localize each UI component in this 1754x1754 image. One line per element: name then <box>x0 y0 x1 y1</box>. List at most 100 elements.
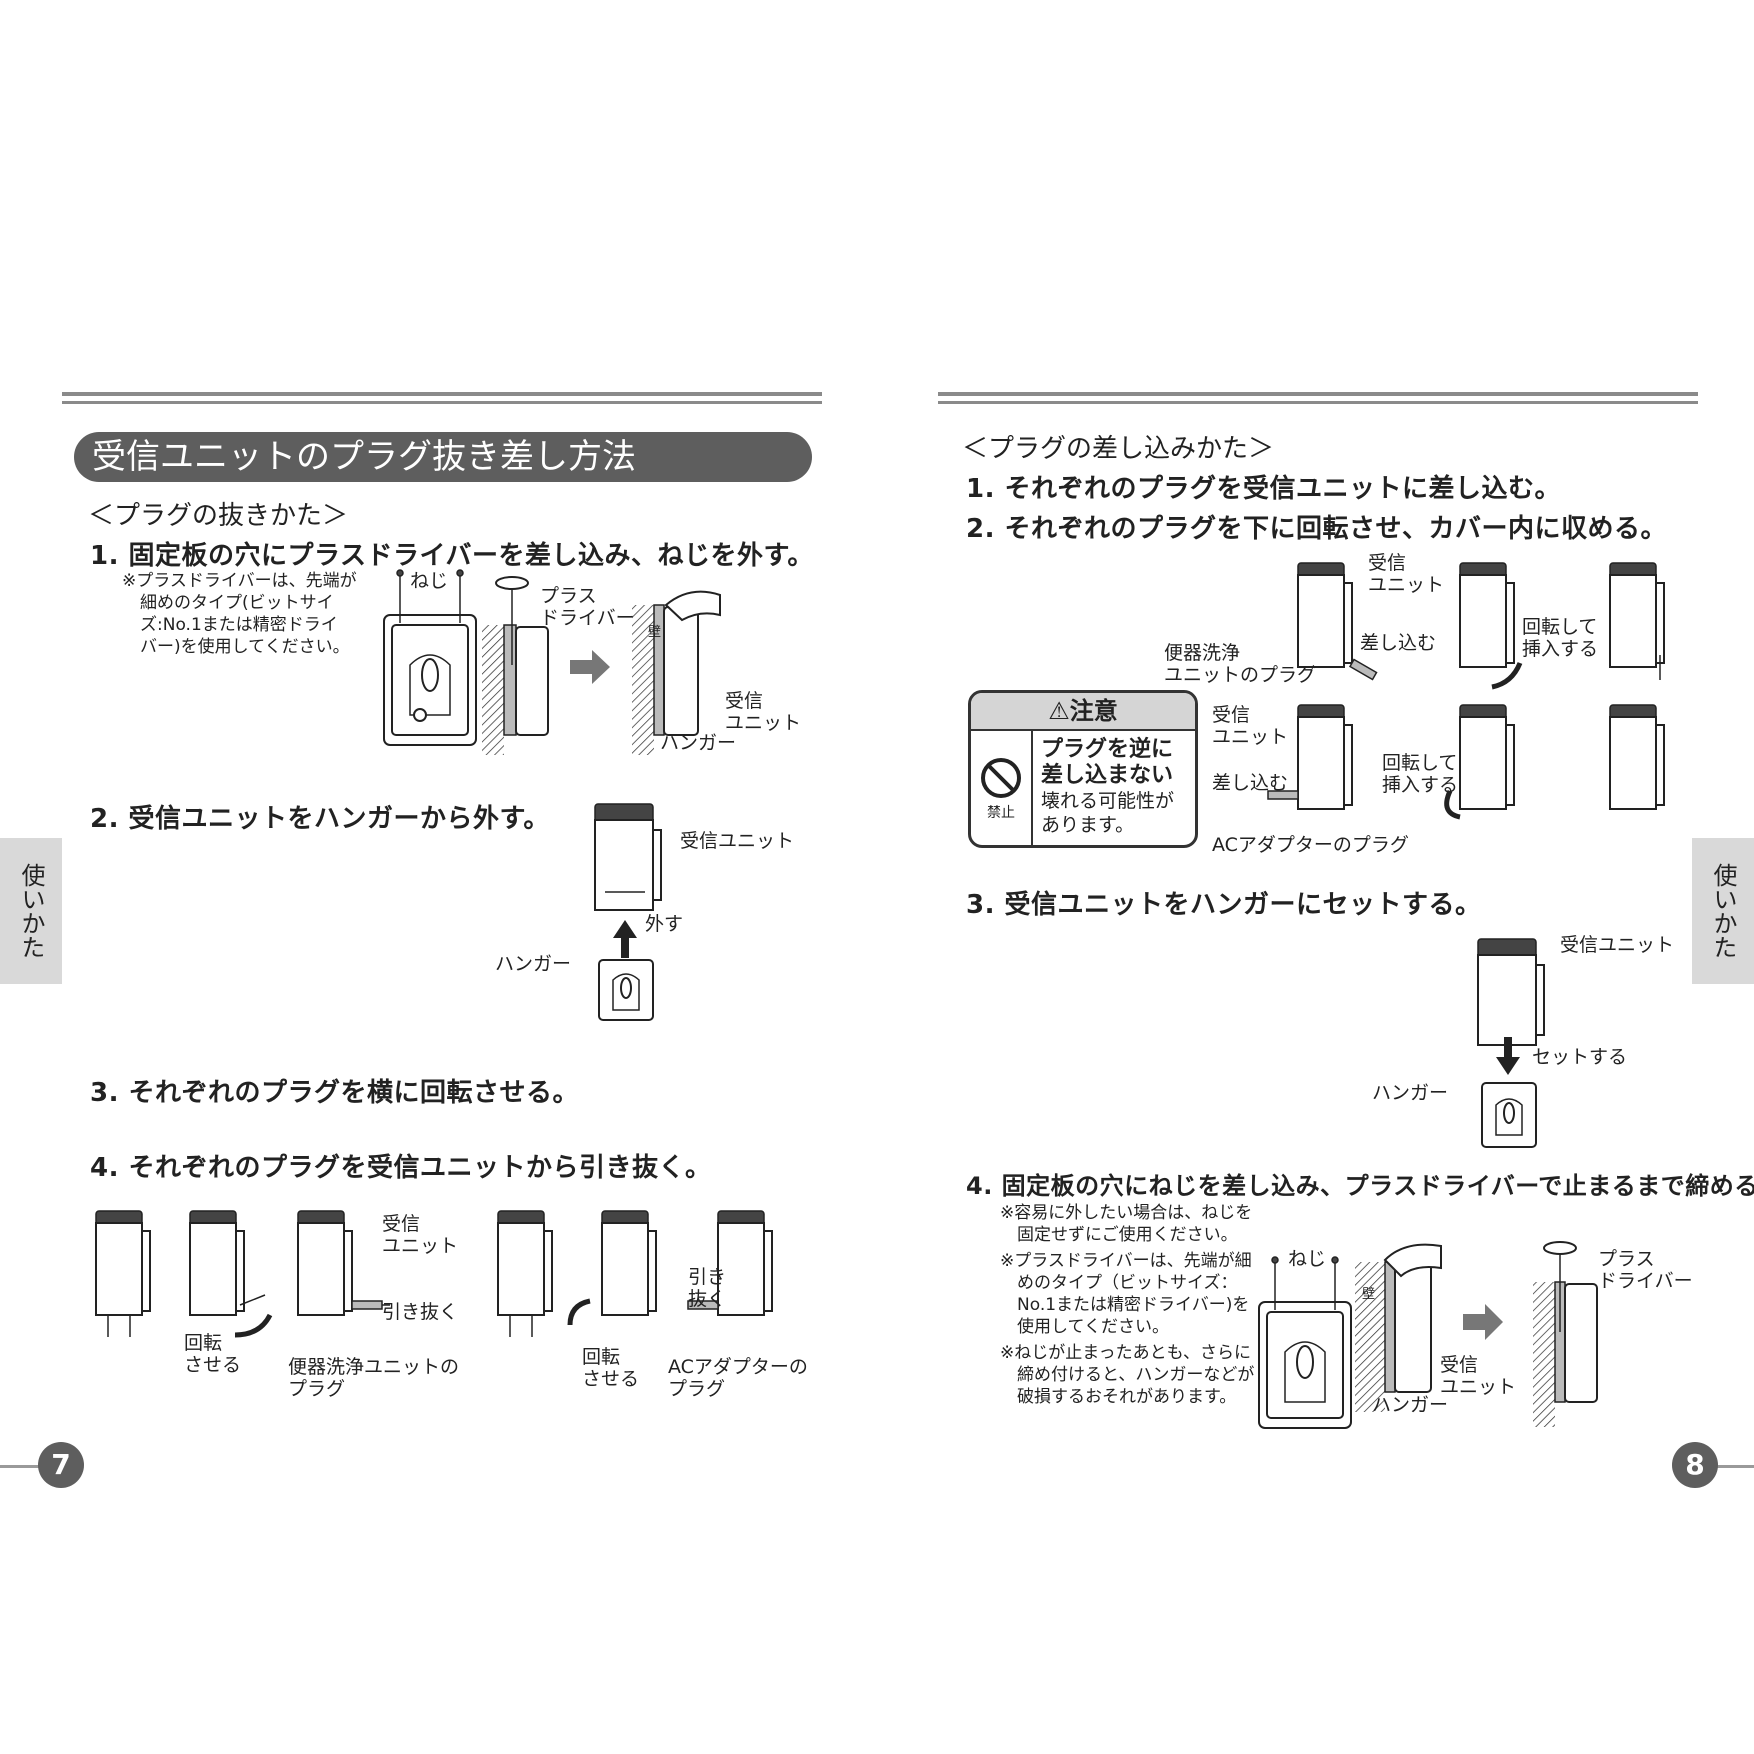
unplug-step-4: 4. それぞれのプラグを受信ユニットから引き抜く。 <box>90 1153 712 1183</box>
label-rotate-insert-1: 回転して <box>1522 616 1598 638</box>
label-unit-1: 受信 <box>1368 552 1407 574</box>
unit-illustration <box>1609 562 1665 680</box>
label-toilet-plug-1: 便器洗浄ユニットの <box>288 1356 460 1378</box>
label-unit: 受信ユニット <box>1560 934 1675 956</box>
unit-illustration <box>567 1210 657 1326</box>
note-line: めのタイプ（ビットサイズ： <box>1000 1273 1238 1293</box>
label-unit-1: 受信 <box>382 1213 421 1235</box>
label-unit-1: 受信 <box>725 690 764 712</box>
label-driver-1: プラス <box>540 585 597 607</box>
screwdriver-wall-illustration <box>1533 1241 1598 1427</box>
note-line: バー)を使用してください。 <box>140 637 350 657</box>
page-title: 受信ユニットのプラグ抜き差し方法 <box>74 432 812 482</box>
side-tab-right: 使いかた <box>1692 838 1754 984</box>
page-line-right <box>1708 1465 1754 1468</box>
unit-illustration <box>1609 704 1665 810</box>
prohibited-icon <box>981 758 1021 798</box>
right-arrow-icon <box>570 650 610 684</box>
unplug-step-2: 2. 受信ユニットをハンガーから外す。 <box>90 804 550 834</box>
unit-illustration <box>1267 704 1353 810</box>
unit-illustration <box>95 1210 151 1337</box>
label-wall: 壁 <box>648 625 662 640</box>
unit-illustration <box>497 1210 553 1337</box>
wall-unit-illustration <box>1355 1243 1442 1412</box>
caution-line-4: あります。 <box>1041 814 1135 836</box>
section-insert-heading: ＜プラグの差し込みかた＞ <box>962 434 1275 464</box>
top-rule-left-2 <box>62 401 822 404</box>
label-hanger: ハンガー <box>1372 1082 1449 1104</box>
page-number-right: 8 <box>1672 1442 1718 1488</box>
page-number-left: 7 <box>38 1442 84 1488</box>
note-line: 破損するおそれがあります。 <box>1000 1387 1237 1407</box>
note-line: ※プラスドライバーは、先端が細 <box>1000 1251 1252 1271</box>
fig-remove-from-hanger <box>594 803 662 1021</box>
note-line: ※プラスドライバーは、先端が <box>122 571 357 591</box>
unplug-step-1-note: ※プラスドライバーは、先端が 細めのタイプ(ビットサイ ズ:No.1または精密ド… <box>122 570 357 658</box>
down-arrow-icon <box>1496 1037 1520 1075</box>
unit-illustration <box>1459 562 1523 690</box>
label-unit-2: ユニット <box>382 1235 459 1257</box>
top-rule-right-1 <box>938 392 1698 396</box>
label-unit2-1: 受信 <box>1212 704 1251 726</box>
label-hanger: ハンガー <box>1372 1394 1449 1416</box>
label-unit2-2: ユニット <box>1212 726 1289 748</box>
fig-insert-plugs <box>1267 562 1665 820</box>
fig-remove-screw <box>383 569 721 755</box>
label-toilet-plug-2: ユニットのプラグ <box>1164 664 1317 686</box>
label-toilet-plug-1: 便器洗浄 <box>1164 642 1241 664</box>
label-rotate-1: 回転 <box>184 1332 223 1354</box>
label-wall: 壁 <box>1362 1287 1376 1302</box>
unplug-step-3: 3. それぞれのプラグを横に回転させる。 <box>90 1078 580 1108</box>
fig-set-on-hanger <box>1477 938 1545 1148</box>
screwdriver-wall-illustration <box>482 576 549 755</box>
label-screw: ねじ <box>1288 1248 1327 1270</box>
label-screw: ねじ <box>410 570 449 592</box>
unit-illustration <box>1444 704 1515 820</box>
unplug-step-1: 1. 固定板の穴にプラスドライバーを差し込み、ねじを外す。 <box>90 541 814 571</box>
label-unit-1: 受信 <box>1440 1354 1479 1376</box>
label-hanger: ハンガー <box>495 953 572 975</box>
label-ac-plug-2: プラグ <box>668 1378 726 1400</box>
top-rule-left-1 <box>62 392 822 396</box>
label-unit: 受信ユニット <box>680 830 795 852</box>
note-line: No.1または精密ドライバー)を <box>1000 1295 1250 1315</box>
caution-line-1: プラグを逆に <box>1041 737 1174 762</box>
label-rotate-insert-2: 挿入する <box>1522 638 1599 660</box>
fixed-plate-illustration <box>1258 1256 1352 1429</box>
insert-step-4-notes: ※容易に外したい場合は、ねじを 固定せずにご使用ください。 ※プラスドライバーは… <box>1000 1202 1254 1408</box>
label-unit-2: ユニット <box>725 712 802 734</box>
label-set: セットする <box>1532 1046 1628 1068</box>
prohibited-label: 禁止 <box>987 805 1015 821</box>
unit-illustration <box>189 1210 273 1338</box>
insert-step-2: 2. それぞれのプラグを下に回転させ、カバー内に収める。 <box>966 514 1668 544</box>
insert-step-4: 4. 固定板の穴にねじを差し込み、プラスドライバーで止まるまで締める。 <box>966 1172 1754 1200</box>
label-pull-out: 引き抜く <box>382 1301 459 1323</box>
label-toilet-plug-2: プラグ <box>288 1378 346 1400</box>
fixed-plate-illustration <box>383 569 477 746</box>
label-driver-2: ドライバー <box>1598 1270 1693 1292</box>
label-unit-2: ユニット <box>1368 574 1445 596</box>
section-unplug-heading: ＜プラグの抜きかた＞ <box>88 501 349 531</box>
label-rotate-insert2-1: 回転して <box>1382 752 1458 774</box>
label-rotate-insert2-2: 挿入する <box>1382 774 1459 796</box>
label-ac-plug-1: ACアダプターの <box>668 1356 808 1378</box>
insert-step-3: 3. 受信ユニットをハンガーにセットする。 <box>966 890 1482 920</box>
fig-pull-plugs <box>95 1210 773 1338</box>
unit-illustration <box>1297 562 1378 681</box>
note-line: 細めのタイプ(ビットサイ <box>140 593 334 613</box>
label-insert2: 差し込む <box>1212 772 1289 794</box>
label-rotate2-1: 回転 <box>582 1346 621 1368</box>
note-line: 固定せずにご使用ください。 <box>1000 1225 1238 1245</box>
note-line: 使用してください。 <box>1000 1317 1169 1337</box>
page-line-left <box>0 1465 46 1468</box>
unit-illustration <box>297 1210 390 1316</box>
label-pull2-1: 引き <box>688 1266 727 1288</box>
caution-line-3: 壊れる可能性が <box>1041 790 1175 812</box>
label-ac-plug: ACアダプターのプラグ <box>1212 834 1409 856</box>
caution-header: ⚠注意 <box>971 693 1195 731</box>
note-line: ※容易に外したい場合は、ねじを <box>1000 1203 1253 1223</box>
fig-fasten-screw <box>1258 1241 1598 1429</box>
note-line: ズ:No.1または精密ドライ <box>140 615 338 635</box>
label-unit-2: ユニット <box>1440 1376 1517 1398</box>
label-hanger: ハンガー <box>660 732 737 754</box>
